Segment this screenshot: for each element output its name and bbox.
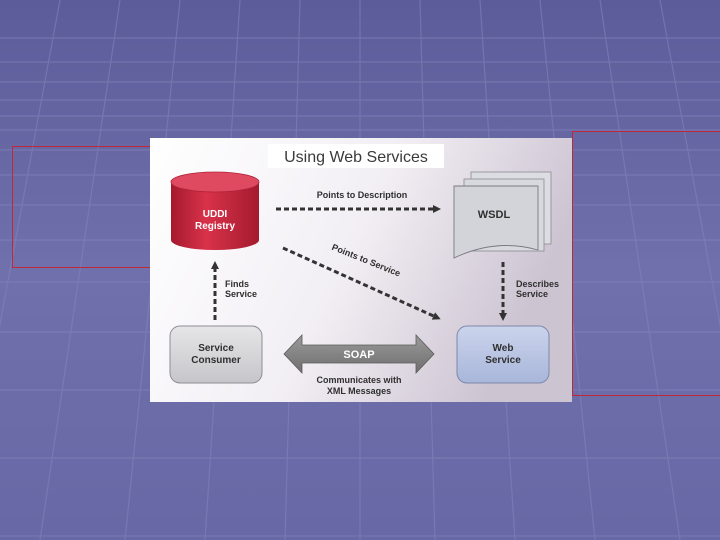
- web-service-node: Web Service: [456, 325, 550, 384]
- title-box: [268, 144, 444, 168]
- web-service-label-line1: Web: [493, 343, 514, 354]
- describes-service-label-line1: Describes: [516, 279, 559, 289]
- consumer-label-line2: Consumer: [191, 355, 241, 366]
- web-services-diagram: Using Web Services UDDI Registry WSDL Se…: [150, 138, 572, 402]
- points-to-description-label: Points to Description: [317, 190, 408, 200]
- finds-service-label-line1: Finds: [225, 279, 249, 289]
- left-accent-frame: [12, 146, 160, 268]
- wsdl-label: WSDL: [478, 209, 511, 221]
- diagram-title: Using Web Services: [284, 149, 428, 166]
- web-service-label-line2: Service: [485, 355, 521, 366]
- soap-label: SOAP: [343, 349, 374, 361]
- communicates-label-line2: XML Messages: [327, 386, 391, 396]
- uddi-label-line2: Registry: [195, 221, 235, 232]
- describes-service-label-line2: Service: [516, 289, 548, 299]
- consumer-label-line1: Service: [198, 343, 234, 354]
- communicates-label-line1: Communicates with: [316, 375, 401, 385]
- points-to-service-arrow: [282, 246, 441, 320]
- wsdl-document-node: WSDL: [453, 171, 552, 259]
- soap-double-arrow: SOAP: [283, 333, 435, 375]
- right-accent-frame: [572, 131, 720, 396]
- uddi-registry-node: UDDI Registry: [170, 171, 260, 250]
- finds-service-label-line2: Service: [225, 289, 257, 299]
- uddi-label-line1: UDDI: [203, 209, 228, 220]
- service-consumer-node: Service Consumer: [169, 325, 263, 384]
